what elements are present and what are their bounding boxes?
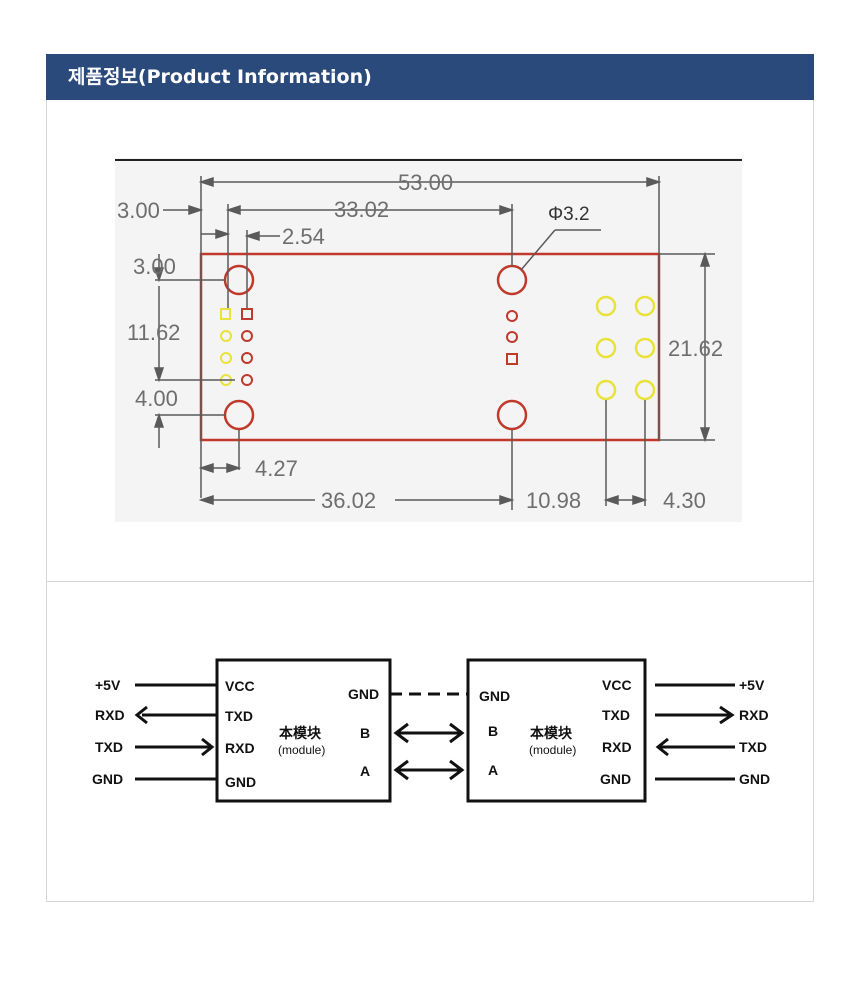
middle-pin-header xyxy=(506,310,518,365)
right-module-pin: B xyxy=(488,723,498,739)
right-module-pin: GND xyxy=(479,688,510,704)
dim-right-span: 10.98 xyxy=(526,488,581,513)
dim-left-offset: 3.00 xyxy=(117,198,160,223)
left-module-pin: VCC xyxy=(225,678,255,694)
right-module-pin: A xyxy=(488,762,498,778)
dimension-drawing: 53.00 33.02 3.00 2.54 Φ3.2 3.00 11.62 4.… xyxy=(115,158,742,522)
wires xyxy=(134,683,735,781)
pad xyxy=(220,308,231,320)
right-module-pin: RXD xyxy=(602,739,632,755)
pin xyxy=(241,352,253,364)
dim-bottom-offset: 4.00 xyxy=(135,386,178,411)
left-module-pin: B xyxy=(360,725,370,741)
dim-pin-pitch: 2.54 xyxy=(282,224,325,249)
pad xyxy=(595,295,617,317)
left-module-pin: GND xyxy=(348,686,379,702)
section-divider xyxy=(46,581,814,582)
right-module-pin: GND xyxy=(600,771,631,787)
right-yellow-pads xyxy=(595,295,656,401)
left-module-pin: RXD xyxy=(225,740,255,756)
mounting-holes xyxy=(223,264,528,431)
pad xyxy=(634,295,656,317)
left-ext-label: RXD xyxy=(95,707,125,723)
pad xyxy=(220,330,232,342)
right-ext-label: +5V xyxy=(739,677,765,693)
left-yellow-pads xyxy=(220,308,232,386)
board-outline xyxy=(199,252,661,442)
left-ext-label: GND xyxy=(92,771,123,787)
dim-lower-span: 36.02 xyxy=(321,488,376,513)
right-ext-label: RXD xyxy=(739,707,769,723)
pad xyxy=(595,379,617,401)
left-module-name: 本模块 xyxy=(279,725,322,741)
pin xyxy=(241,330,253,342)
pin xyxy=(241,374,253,386)
dimension-drawing-svg: 53.00 33.02 3.00 2.54 Φ3.2 3.00 11.62 4.… xyxy=(115,159,742,513)
mounting-hole xyxy=(223,264,255,296)
left-module-pin: GND xyxy=(225,774,256,790)
pin-square xyxy=(241,308,253,320)
section-header: 제품정보(Product Information) xyxy=(46,54,814,100)
section-title: 제품정보(Product Information) xyxy=(68,66,372,88)
left-module-subtitle: (module) xyxy=(278,743,325,757)
left-module-pin: A xyxy=(360,763,370,779)
left-pin-header xyxy=(241,308,253,386)
dim-hole-spacing: 33.02 xyxy=(334,197,389,222)
dimension-lines xyxy=(153,176,715,510)
left-module-pin: TXD xyxy=(225,708,253,724)
wiring-diagram-svg: +5V RXD TXD GND VCC TXD RXD GND GND B A … xyxy=(92,658,770,803)
right-ext-label: GND xyxy=(739,771,770,787)
pad xyxy=(634,379,656,401)
wiring-diagram: +5V RXD TXD GND VCC TXD RXD GND GND B A … xyxy=(80,640,800,820)
right-ext-label: TXD xyxy=(739,739,767,755)
dim-hole-diameter: Φ3.2 xyxy=(548,204,590,225)
right-module-pin: VCC xyxy=(602,677,632,693)
right-module-name: 本模块 xyxy=(530,725,573,741)
pin-square xyxy=(506,353,518,365)
right-module-pin: TXD xyxy=(602,707,630,723)
pad xyxy=(595,337,617,359)
left-ext-label: TXD xyxy=(95,739,123,755)
dim-right-pitch: 4.30 xyxy=(663,488,706,513)
pad xyxy=(220,352,232,364)
right-module-subtitle: (module) xyxy=(529,743,576,757)
dim-hole-x-offset: 4.27 xyxy=(255,456,298,481)
pin xyxy=(506,331,518,343)
dim-pin-span: 11.62 xyxy=(127,320,180,345)
left-module-box xyxy=(215,658,392,803)
dim-top-offset: 3.00 xyxy=(133,254,176,279)
pad xyxy=(634,337,656,359)
pin xyxy=(506,310,518,322)
left-ext-label: +5V xyxy=(95,677,121,693)
mounting-hole xyxy=(223,399,255,431)
right-module-box xyxy=(466,658,647,803)
dim-overall-width: 53.00 xyxy=(398,170,453,195)
dim-board-height: 21.62 xyxy=(668,336,723,361)
mounting-hole xyxy=(496,399,528,431)
